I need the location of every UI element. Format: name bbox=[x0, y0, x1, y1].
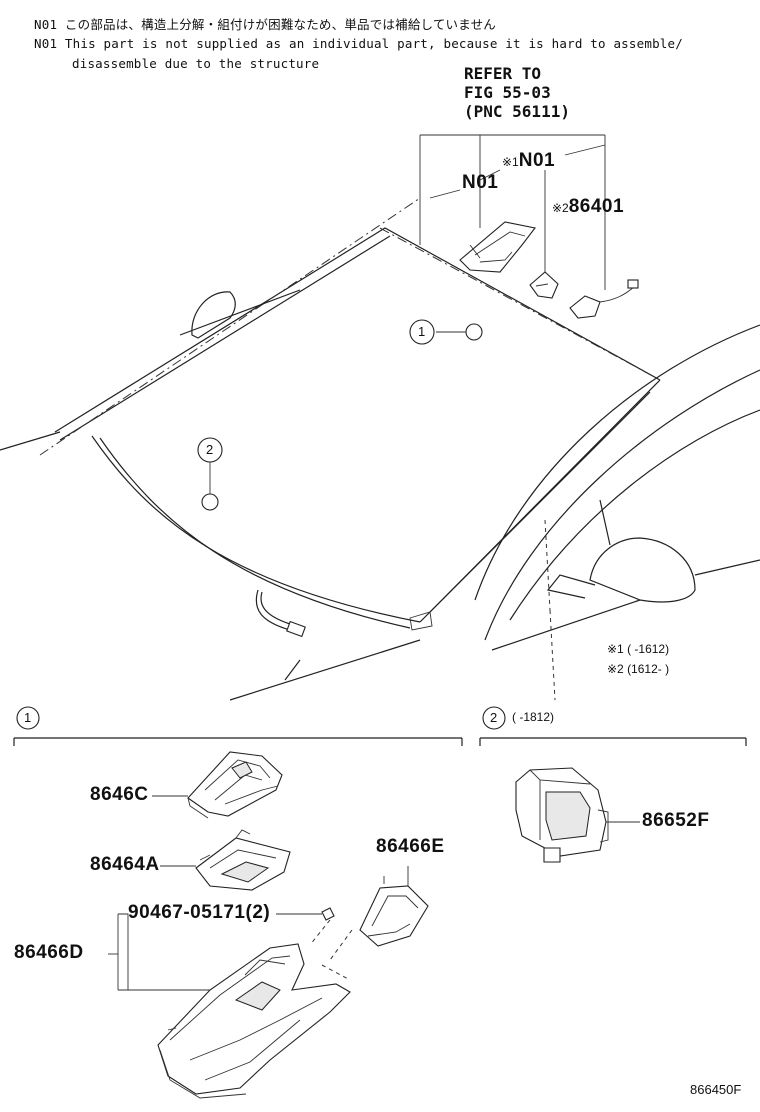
note-n01-english-1: This part is not supplied as an individu… bbox=[64, 36, 683, 51]
part-86466d-drawing bbox=[157, 943, 351, 1099]
part-86466d-label[interactable]: 86466D bbox=[14, 942, 84, 963]
part-86464a-drawing bbox=[195, 829, 291, 891]
callout-86401-mark: ※2 bbox=[552, 201, 569, 215]
part-86652f-drawing bbox=[515, 767, 609, 863]
part-8646c-drawing bbox=[187, 751, 283, 819]
callout-n01-right[interactable]: N01 bbox=[518, 150, 556, 171]
section-1-number[interactable]: 1 bbox=[24, 710, 32, 725]
callout-n01-right-mark: ※1 bbox=[502, 155, 519, 169]
callout-86401[interactable]: 86401 bbox=[568, 196, 625, 217]
callout-leaders bbox=[419, 134, 606, 701]
footnote-1: ※1 ( -1612) bbox=[607, 642, 670, 656]
note-n01-english-2: disassemble due to the structure bbox=[72, 56, 320, 71]
sensor-cable bbox=[255, 589, 306, 638]
section-2-range: ( -1812) bbox=[512, 710, 555, 724]
section-dividers bbox=[13, 706, 747, 746]
note-n01-code-en: N01 bbox=[34, 36, 58, 51]
refer-line-1[interactable]: REFER TO bbox=[464, 64, 542, 83]
figure-id: 866450F bbox=[690, 1082, 742, 1097]
footnote-2: ※2 (1612- ) bbox=[607, 662, 670, 676]
sensor-86401 bbox=[569, 279, 639, 319]
part-86652f-label[interactable]: 86652F bbox=[642, 810, 710, 831]
inner-mirror bbox=[191, 291, 236, 339]
circle-2-label[interactable]: 2 bbox=[206, 442, 214, 457]
callout-n01-left[interactable]: N01 bbox=[462, 172, 499, 193]
note-n01-japanese: この部品は、構造上分解・組付けが困難なため、単品では補給していません bbox=[64, 17, 496, 32]
screw-90467-drawing bbox=[309, 907, 353, 981]
circle-1-label[interactable]: 1 bbox=[418, 324, 426, 339]
rain-sensor-small bbox=[529, 271, 559, 299]
note-n01-code-jp: N01 bbox=[34, 17, 58, 32]
part-86464a-label[interactable]: 86464A bbox=[90, 854, 160, 875]
camera-bracket-top bbox=[459, 221, 536, 273]
part-86466e-label[interactable]: 86466E bbox=[376, 836, 445, 857]
refer-line-3[interactable]: (PNC 56111) bbox=[464, 102, 570, 121]
part-90467-label[interactable]: 90467-05171(2) bbox=[128, 902, 271, 923]
windshield-outline bbox=[0, 197, 760, 701]
section-2-number[interactable]: 2 bbox=[490, 710, 498, 725]
part-8646c-label[interactable]: 8646C bbox=[90, 784, 149, 805]
part-86466e-drawing bbox=[359, 876, 429, 947]
side-mirror bbox=[546, 537, 760, 603]
refer-line-2[interactable]: FIG 55-03 bbox=[464, 83, 551, 102]
